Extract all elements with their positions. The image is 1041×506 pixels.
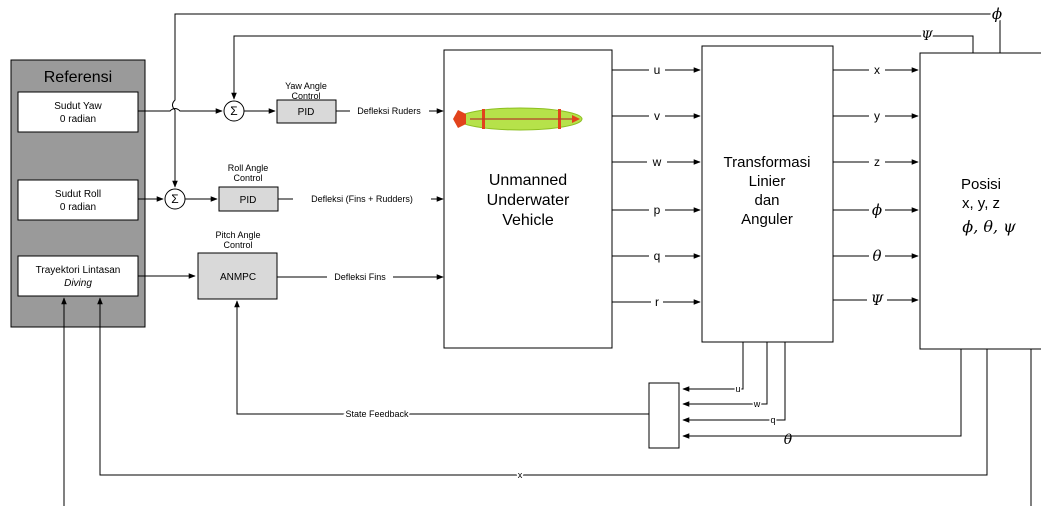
uuv-output-q: q — [654, 249, 661, 263]
pitch-controller-caption-2: Control — [223, 240, 252, 250]
roll-output-label: Defleksi (Fins + Rudders) — [311, 194, 413, 204]
pitch-controller: Pitch Angle Control ANMPC — [198, 230, 277, 299]
uuv-label-3: Vehicle — [502, 212, 554, 229]
roll-summing-junction: Σ — [165, 189, 185, 209]
pitch-controller-caption-1: Pitch Angle — [215, 230, 260, 240]
w-feedback-label: w — [753, 399, 761, 409]
psi-feedback-label: Ψ — [921, 29, 933, 44]
transform-label-2: Linier — [749, 173, 786, 190]
position-label-2: x, y, z — [962, 195, 1000, 212]
roll-reference-value: 0 radian — [60, 202, 96, 213]
uuv-output-w: w — [652, 155, 662, 169]
roll-controller: Roll Angle Control PID — [219, 163, 278, 211]
roll-reference-block — [18, 180, 138, 220]
theta-feedback-label: θ — [784, 432, 793, 448]
u-feedback-label: u — [735, 384, 740, 394]
transform-outputs: x y z ϕ θ Ψ — [833, 63, 918, 309]
uuv-label-2: Underwater — [487, 192, 570, 209]
transform-output-y: y — [874, 109, 880, 123]
u-feedback-line — [683, 342, 743, 389]
roll-pid-label: PID — [240, 195, 257, 206]
pitch-output-label: Defleksi Fins — [334, 272, 386, 282]
transform-output-psi: Ψ — [871, 293, 884, 309]
transform-output-phi: ϕ — [872, 201, 882, 219]
uuv-output-r: r — [655, 295, 659, 309]
reference-title: Referensi — [44, 69, 112, 86]
uuv-output-v: v — [654, 109, 660, 123]
yaw-reference-block — [18, 92, 138, 132]
trajectory-reference-mode: Diving — [64, 278, 92, 289]
yaw-controller: Yaw Angle Control PID — [277, 81, 336, 123]
transform-label-4: Anguler — [741, 211, 793, 228]
phi-feedback-label: ϕ — [992, 5, 1002, 23]
position-label-3: ϕ, θ, ψ — [962, 217, 1016, 236]
anmpc-label: ANMPC — [220, 272, 256, 283]
w-feedback-line — [683, 342, 767, 404]
roll-sum-symbol: Σ — [171, 192, 178, 206]
uuv-outputs: u v w p q r — [612, 63, 700, 309]
state-mux-block — [649, 383, 679, 448]
transform-output-x: x — [874, 63, 880, 77]
uuv-output-u: u — [654, 63, 661, 77]
yaw-reference-label: Sudut Yaw — [54, 101, 102, 112]
q-feedback-line — [683, 342, 785, 420]
uuv-label-1: Unmanned — [489, 172, 567, 189]
q-feedback-label: q — [770, 415, 775, 425]
theta-feedback-line — [683, 349, 961, 436]
reference-panel: Referensi Sudut Yaw 0 radian Sudut Roll … — [11, 60, 145, 327]
transform-label-3: dan — [754, 192, 779, 209]
yaw-summing-junction: Σ — [224, 101, 244, 121]
yaw-controller-caption-1: Yaw Angle — [285, 81, 327, 91]
roll-controller-caption-1: Roll Angle — [228, 163, 269, 173]
position-label-1: Posisi — [961, 176, 1001, 193]
yaw-sum-symbol: Σ — [230, 104, 237, 118]
yaw-reference-value: 0 radian — [60, 114, 96, 125]
x-feedback-label: x — [518, 470, 523, 480]
uuv-output-p: p — [654, 203, 661, 217]
transform-output-z: z — [874, 155, 880, 169]
yaw-pid-label: PID — [298, 107, 315, 118]
trajectory-reference-label: Trayektori Lintasan — [36, 265, 121, 276]
trajectory-reference-block — [18, 256, 138, 296]
roll-controller-caption-2: Control — [233, 173, 262, 183]
yaw-output-label: Defleksi Ruders — [357, 106, 421, 116]
roll-reference-label: Sudut Roll — [55, 189, 101, 200]
yaw-reference-line — [138, 109, 222, 112]
transform-output-theta: θ — [872, 247, 881, 265]
transform-label-1: Transformasi — [724, 154, 811, 171]
state-feedback-label: State Feedback — [345, 409, 409, 419]
